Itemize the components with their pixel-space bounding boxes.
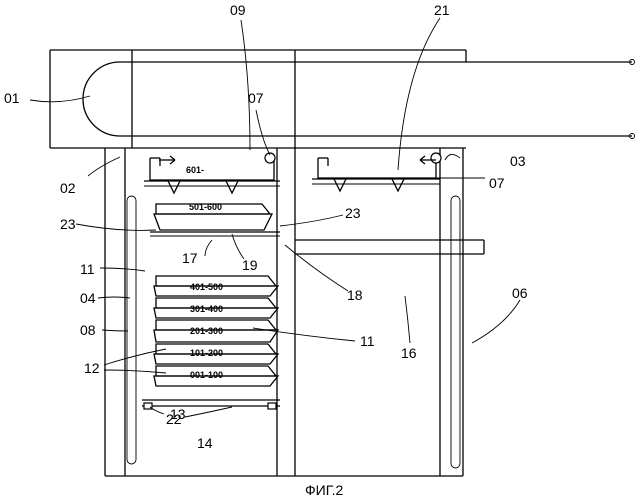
tray-label-501-600: 501-600 xyxy=(189,202,222,212)
label-01: 01 xyxy=(4,90,20,106)
tray-label-201-300: 201-300 xyxy=(190,326,223,336)
label-23-right: 23 xyxy=(345,205,361,221)
tray-label-301-400: 301-400 xyxy=(190,304,223,314)
figure-caption: ФИГ.2 xyxy=(305,482,343,498)
tray-label-601: 601- xyxy=(186,165,204,175)
label-19: 19 xyxy=(242,257,258,273)
tray-inscriptions: 601- 501-600 401-500 301-400 201-300 101… xyxy=(186,165,223,380)
label-11-right: 11 xyxy=(360,333,375,349)
label-23-left: 23 xyxy=(60,216,76,232)
label-07-right: 07 xyxy=(489,175,505,191)
label-08: 08 xyxy=(80,322,96,338)
overhead-conveyor xyxy=(50,50,635,148)
label-14: 14 xyxy=(197,435,213,451)
label-21: 21 xyxy=(434,2,450,18)
bottom-platform xyxy=(142,400,280,409)
label-04: 04 xyxy=(80,290,96,306)
label-06: 06 xyxy=(512,285,528,301)
top-shelf-right xyxy=(312,153,441,191)
label-18: 18 xyxy=(347,287,363,303)
tray-label-401-500: 401-500 xyxy=(190,282,223,292)
label-12: 12 xyxy=(84,360,100,376)
label-09: 09 xyxy=(230,2,246,18)
tray-label-101-200: 101-200 xyxy=(190,348,223,358)
label-16: 16 xyxy=(401,345,417,361)
label-03: 03 xyxy=(510,153,526,169)
label-22: 22 xyxy=(166,411,182,427)
top-shelf-left xyxy=(144,153,280,193)
tray-label-001-100: 001-100 xyxy=(190,370,223,380)
label-02: 02 xyxy=(60,180,76,196)
label-07-top: 07 xyxy=(248,90,264,106)
label-11-left: 11 xyxy=(80,261,95,277)
transfer-beam xyxy=(295,240,484,254)
label-17: 17 xyxy=(182,250,198,266)
